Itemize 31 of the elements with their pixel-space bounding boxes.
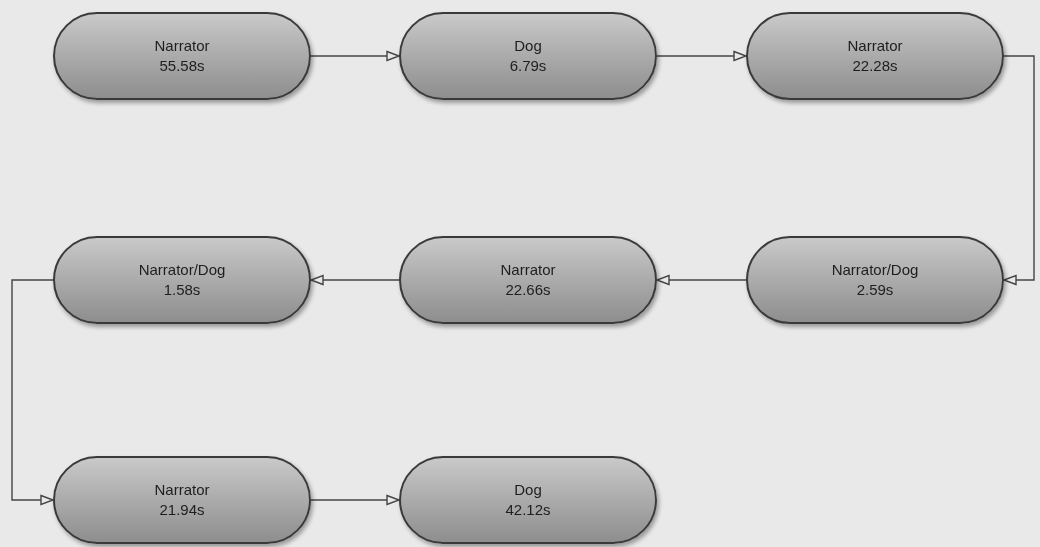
duration-label: 2.59s xyxy=(856,280,894,300)
speaker-label: Narrator xyxy=(154,36,210,56)
process-pill xyxy=(746,236,1004,324)
duration-label: 55.58s xyxy=(159,56,205,76)
arrow xyxy=(310,494,400,506)
speaker-label: Dog xyxy=(514,36,542,56)
arrow xyxy=(1003,55,1035,286)
process-pill xyxy=(53,236,311,324)
arrow xyxy=(656,50,747,62)
duration-label: 6.79s xyxy=(509,56,547,76)
arrow xyxy=(310,50,400,62)
duration-label: 22.66s xyxy=(505,280,551,300)
process-pill xyxy=(399,236,657,324)
duration-label: 22.28s xyxy=(852,56,898,76)
speaker-label: Narrator/Dog xyxy=(831,260,919,280)
speaker-label: Narrator/Dog xyxy=(138,260,226,280)
process-pill xyxy=(53,456,311,544)
arrow xyxy=(656,274,747,286)
speaker-label: Dog xyxy=(514,480,542,500)
speaker-label: Narrator xyxy=(154,480,210,500)
duration-label: 42.12s xyxy=(505,500,551,520)
process-pill xyxy=(399,456,657,544)
arrow xyxy=(310,274,400,286)
speaker-label: Narrator xyxy=(500,260,556,280)
process-pill xyxy=(746,12,1004,100)
speaker-label: Narrator xyxy=(847,36,903,56)
duration-label: 1.58s xyxy=(163,280,201,300)
process-pill xyxy=(399,12,657,100)
process-pill xyxy=(53,12,311,100)
duration-label: 21.94s xyxy=(159,500,205,520)
arrow xyxy=(11,279,54,506)
